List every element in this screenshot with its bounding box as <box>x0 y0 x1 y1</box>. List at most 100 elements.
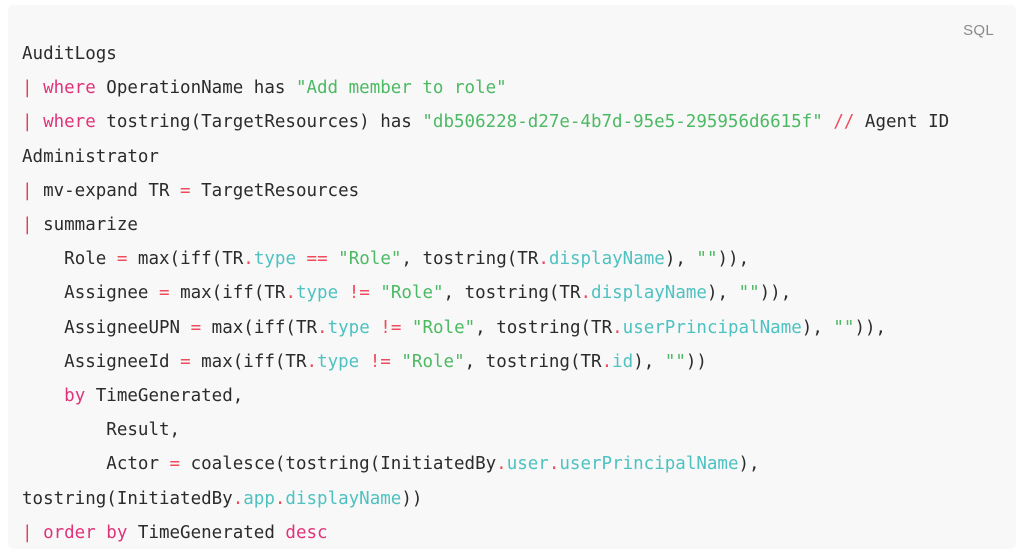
code-token-kw: where <box>43 78 96 99</box>
code-token-str: "" <box>696 249 718 270</box>
code-token-str: "" <box>833 317 855 338</box>
code-token-plain <box>338 283 349 303</box>
code-token-op: . <box>232 488 244 509</box>
code-token-plain: max(iff(TR <box>127 249 244 270</box>
code-token-pipe: | <box>22 180 44 201</box>
code-token-plain: AssigneeId <box>22 351 181 372</box>
code-content[interactable]: AuditLogs | where OperationName has "Add … <box>22 37 1008 549</box>
code-token-plain <box>328 249 339 269</box>
code-token-op: = <box>169 454 181 475</box>
code-token-plain: ), tostring(InitiatedBy <box>22 454 771 509</box>
code-token-plain: max(iff(TR <box>169 283 286 304</box>
code-token-prop: displayName <box>591 283 707 304</box>
code-token-op: = <box>116 249 128 270</box>
code-block: SQL AuditLogs | where OperationName has "… <box>8 5 1016 549</box>
code-token-op: != <box>380 317 402 338</box>
code-token-plain: , tostring(TR <box>464 351 602 372</box>
code-token-plain: ), <box>633 351 665 372</box>
code-line: | where OperationName has "Add member to… <box>22 71 1008 105</box>
code-token-pipe: | <box>22 112 44 133</box>
code-token-plain: , tostring(TR <box>443 283 581 304</box>
code-token-op: . <box>580 283 592 304</box>
code-token-plain: ), <box>664 249 697 270</box>
code-token-plain: TimeGenerated <box>127 522 286 543</box>
code-line: AssigneeUPN = max(iff(TR. type != "Role",… <box>22 311 1008 345</box>
code-token-plain: OperationName has <box>95 78 296 99</box>
code-token-plain: )) <box>685 351 707 372</box>
code-token-prop: userPrincipalName <box>622 317 802 338</box>
code-token-prop: type <box>317 351 360 372</box>
code-token-str: "Role" <box>338 249 402 270</box>
code-token-prop: displayName <box>285 488 402 509</box>
code-token-op: = <box>158 283 170 304</box>
code-token-prop: type <box>253 249 296 270</box>
code-token-plain <box>296 249 307 269</box>
code-token-op: . <box>306 351 318 372</box>
code-token-str: "Role" <box>401 351 465 372</box>
code-token-kw: where <box>43 112 96 133</box>
code-token-plain: coalesce(tostring(InitiatedBy <box>180 454 497 475</box>
code-token-plain: Actor <box>22 454 170 475</box>
code-token-prop: user <box>506 454 549 475</box>
code-token-plain: , tostring(TR <box>401 249 539 270</box>
code-token-op: = <box>180 180 191 201</box>
code-line: Actor = coalesce(tostring(InitiatedBy.us… <box>22 447 1008 515</box>
code-token-op: . <box>538 249 549 270</box>
code-token-plain: max(iff(TR <box>190 351 307 372</box>
code-line: | where tostring(TargetResources) has "d… <box>22 105 1008 173</box>
code-token-plain: Assignee <box>22 283 159 304</box>
code-token-op: . <box>601 351 613 372</box>
code-line: AuditLogs <box>22 37 1008 71</box>
code-line: | mv-expand TR = TargetResources <box>22 174 1008 208</box>
code-line: Role = max(iff(TR.type == "Role", tostri… <box>22 242 1008 276</box>
language-label: SQL <box>963 22 994 39</box>
code-token-plain: , tostring(TR <box>475 317 613 338</box>
code-token-plain: ), <box>801 317 834 338</box>
code-token-plain <box>391 352 402 372</box>
code-token-plain: TargetResources <box>190 180 360 201</box>
code-token-op: = <box>190 317 202 338</box>
code-token-plain <box>370 318 381 338</box>
code-token-plain: AuditLogs <box>22 44 117 64</box>
code-token-plain <box>22 386 64 406</box>
code-token-plain: tostring(TargetResources) has <box>95 112 423 133</box>
code-token-pipe: | <box>22 522 44 543</box>
code-token-plain <box>401 318 412 338</box>
code-token-op: . <box>612 317 623 338</box>
code-token-op: . <box>496 454 507 475</box>
code-token-plain: TimeGenerated, <box>85 386 244 407</box>
code-token-plain: )) <box>401 488 423 509</box>
code-token-op: . <box>243 249 254 270</box>
code-token-plain: max(iff(TR <box>201 317 318 338</box>
code-token-plain: Agent ID Administrator <box>22 112 960 167</box>
code-token-str: "Add member to role" <box>295 78 507 99</box>
code-token-prop: type <box>327 317 370 338</box>
code-token-pipe: | <box>22 215 44 236</box>
code-token-op: = <box>180 351 191 372</box>
code-token-plain <box>370 283 381 303</box>
code-token-plain: )), <box>717 249 750 270</box>
code-token-plain: )), <box>759 283 792 304</box>
code-token-kw: by <box>64 386 86 407</box>
code-token-prop: type <box>295 283 339 304</box>
code-token-str: "" <box>664 351 686 372</box>
code-token-prop: app <box>243 488 275 509</box>
code-token-plain: mv-expand TR <box>43 180 181 201</box>
code-token-op: . <box>548 454 560 475</box>
code-token-str: "db506228-d27e-4b7d-95e5-295956d6615f" <box>422 112 823 133</box>
code-line: Assignee = max(iff(TR.type != "Role", to… <box>22 276 1008 310</box>
code-token-plain <box>823 112 834 132</box>
code-token-op: . <box>274 488 286 509</box>
code-token-op: != <box>348 283 370 304</box>
code-token-comment: // <box>833 112 855 133</box>
code-token-str: "Role" <box>411 317 476 338</box>
code-token-op: . <box>285 283 296 304</box>
code-line: Result, <box>22 413 1008 447</box>
code-token-plain <box>359 352 370 372</box>
code-token-plain: )), <box>854 317 887 338</box>
code-token-plain: AssigneeUPN <box>22 317 191 338</box>
code-token-str: "Role" <box>380 283 444 304</box>
code-line: | summarize <box>22 208 1008 242</box>
code-token-plain: ), <box>706 283 739 304</box>
code-token-kw: desc <box>285 522 328 543</box>
